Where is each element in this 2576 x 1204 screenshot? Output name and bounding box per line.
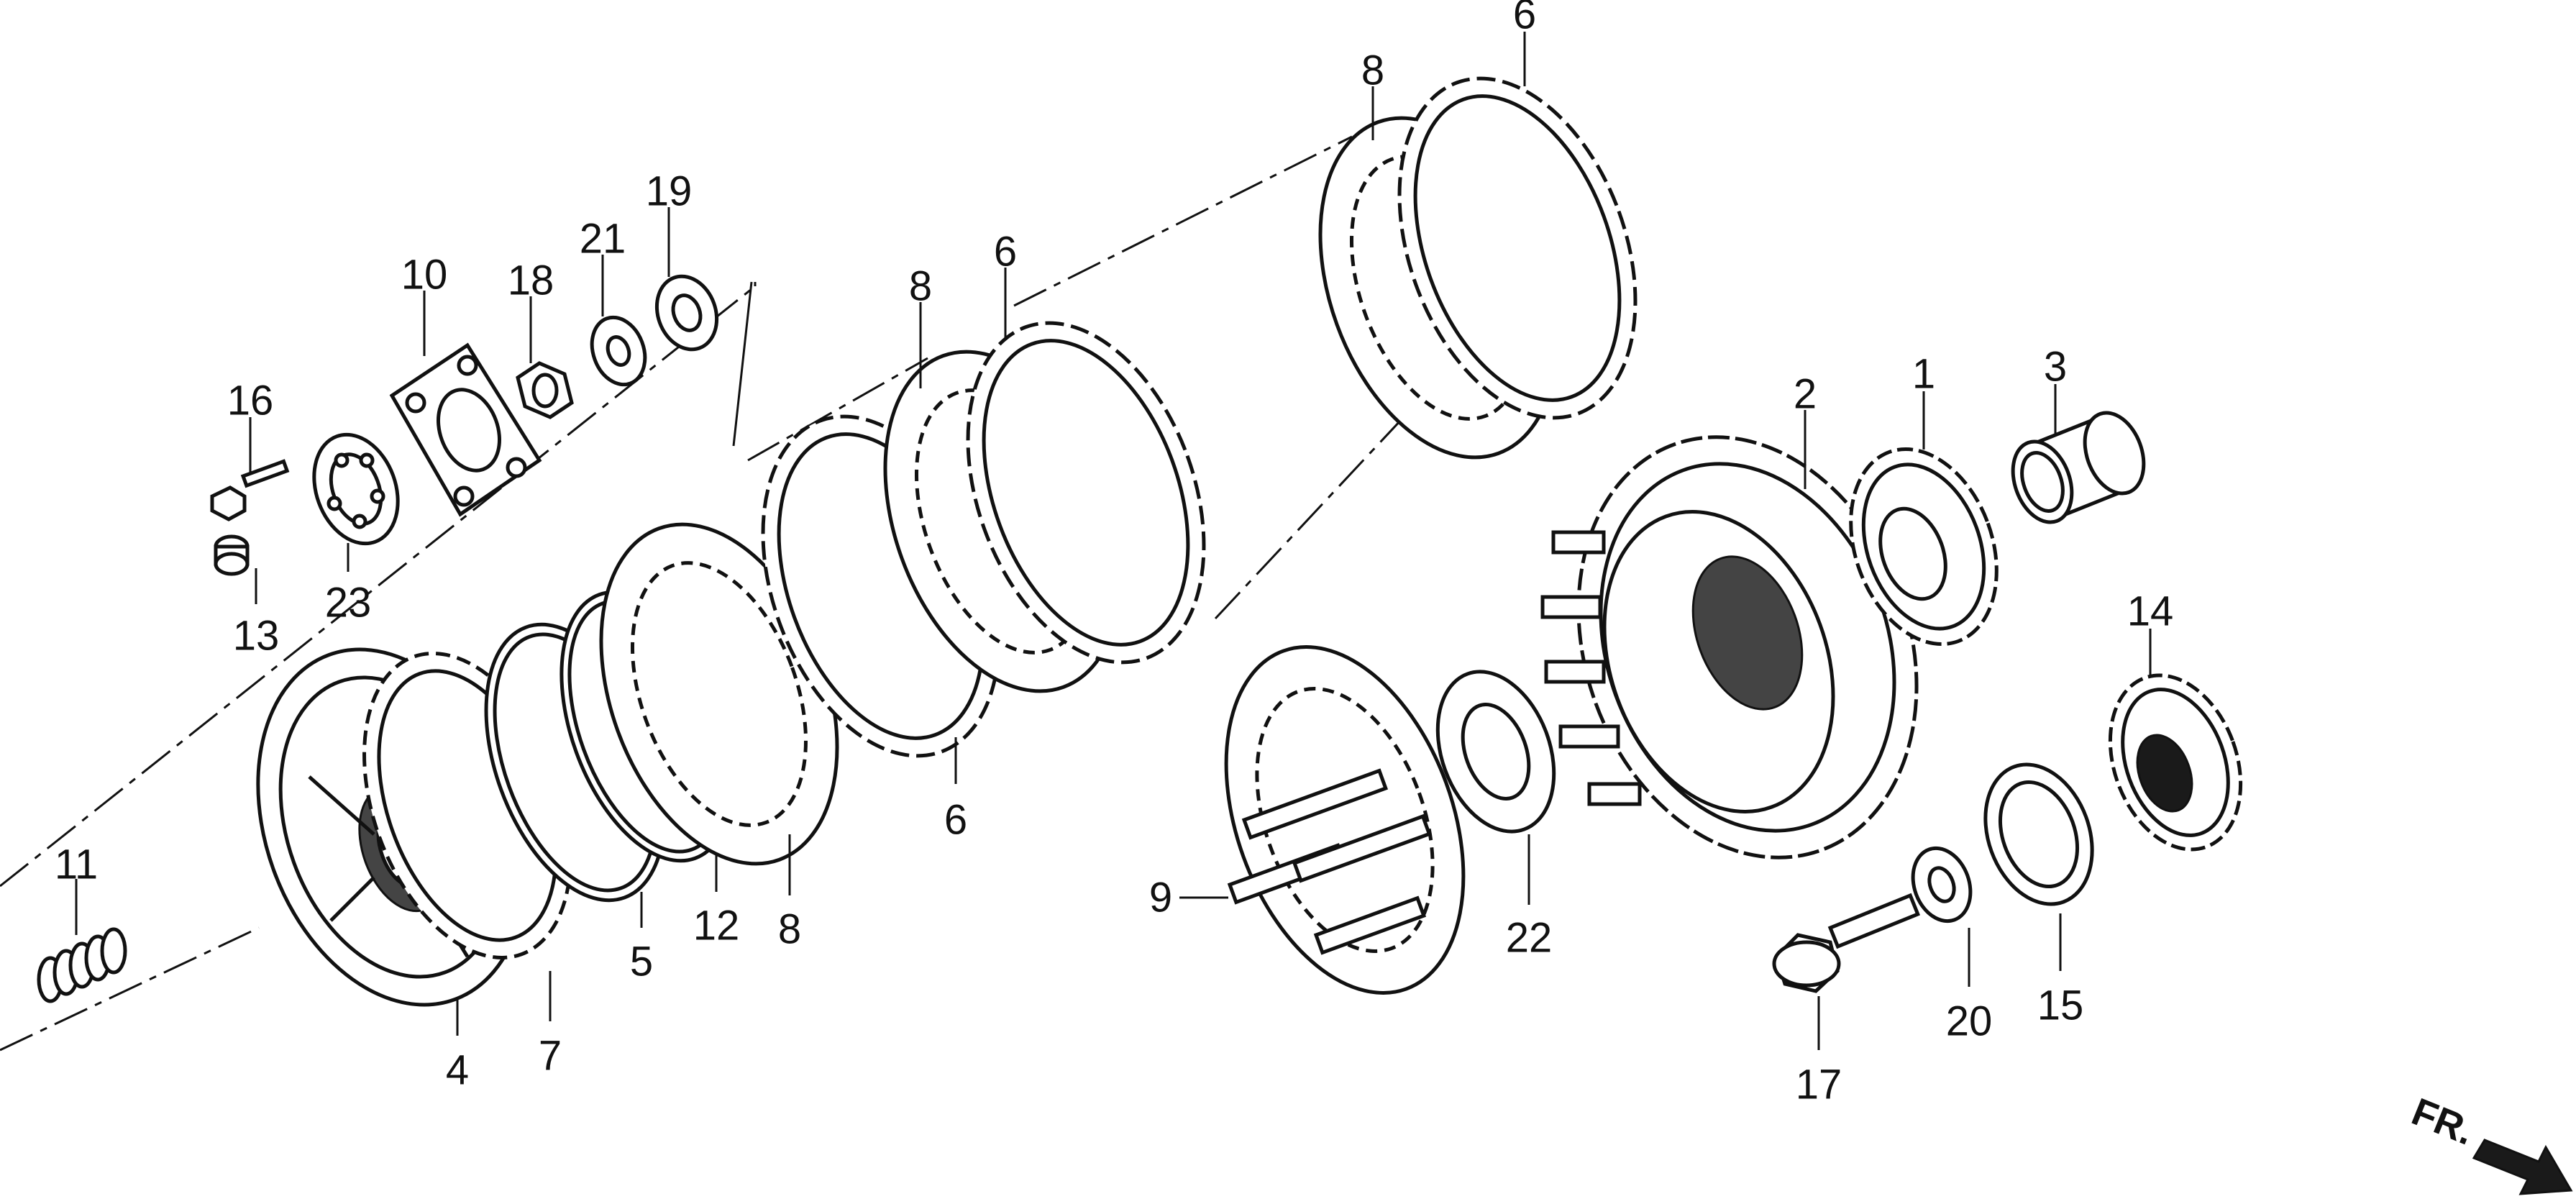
part-callout-p3: 3 — [2044, 344, 2067, 391]
lifter-piece-part-13 — [214, 534, 257, 604]
part-callout-p19: 19 — [646, 168, 693, 215]
friction-disc-part-6-middle — [966, 268, 1206, 665]
outer-guide-sleeve-part-3 — [2011, 384, 2146, 524]
part-callout-p8b: 8 — [909, 263, 932, 310]
flange-bolt-part-17 — [1772, 893, 1921, 1050]
nut-part-18 — [516, 296, 574, 419]
bolt-part-16 — [210, 417, 290, 521]
pressure-plate-part-9 — [1179, 645, 1466, 995]
part-callout-p6b: 6 — [994, 229, 1017, 275]
part-callout-p23: 23 — [325, 580, 372, 626]
lock-washer-part-15 — [1983, 762, 2094, 971]
clutch-outer-part-2 — [1540, 410, 1919, 859]
part-callout-p8c: 8 — [778, 906, 801, 953]
front-direction-indicator: FR. — [2406, 1090, 2573, 1195]
part-callout-p16: 16 — [227, 378, 274, 424]
part-callout-p6c: 6 — [944, 797, 967, 844]
part-callout-p9: 9 — [1149, 875, 1172, 921]
direction-label: FR. — [2406, 1090, 2480, 1153]
part-callout-p20: 20 — [1946, 998, 1993, 1045]
part-callout-p12: 12 — [693, 903, 740, 949]
part-callout-p4: 4 — [446, 1047, 469, 1094]
front-arrow-icon — [2472, 1139, 2573, 1195]
washer-part-19 — [654, 207, 719, 352]
part-callout-p6a: 6 — [1513, 0, 1536, 38]
part-number-callouts: 1234566678889101112131415161718192021222… — [55, 0, 2173, 1108]
part-callout-p10: 10 — [401, 252, 448, 298]
clutch-spring-part-11 — [37, 879, 127, 1003]
part-callout-p21: 21 — [580, 216, 626, 263]
part-callout-p8a: 8 — [1361, 47, 1384, 94]
thrust-washer-part-22 — [1435, 670, 1556, 905]
lifter-plate-part-10 — [389, 291, 542, 517]
washer-part-21 — [590, 255, 647, 387]
bearing-part-23 — [312, 432, 400, 572]
primary-drive-sprocket-part-1 — [1849, 391, 1999, 647]
part-callout-p7: 7 — [539, 1033, 562, 1080]
assembly-axis-lines — [0, 135, 1476, 1052]
friction-disc-part-6-upper — [1397, 32, 1638, 420]
part-callout-p1: 1 — [1912, 351, 1935, 398]
part-callout-p13: 13 — [233, 613, 280, 660]
part-callout-p22: 22 — [1506, 915, 1553, 962]
part-callout-p17: 17 — [1796, 1062, 1842, 1108]
part-callout-p11: 11 — [55, 842, 98, 888]
part-callout-p15: 15 — [2037, 982, 2084, 1029]
drive-gear-part-14 — [2108, 629, 2243, 852]
part-callout-p2: 2 — [1794, 371, 1817, 418]
washer-part-20 — [1911, 846, 1973, 987]
part-callout-p5: 5 — [630, 939, 653, 985]
part-callout-p18: 18 — [508, 257, 554, 304]
part-callout-p14: 14 — [2127, 588, 2174, 635]
